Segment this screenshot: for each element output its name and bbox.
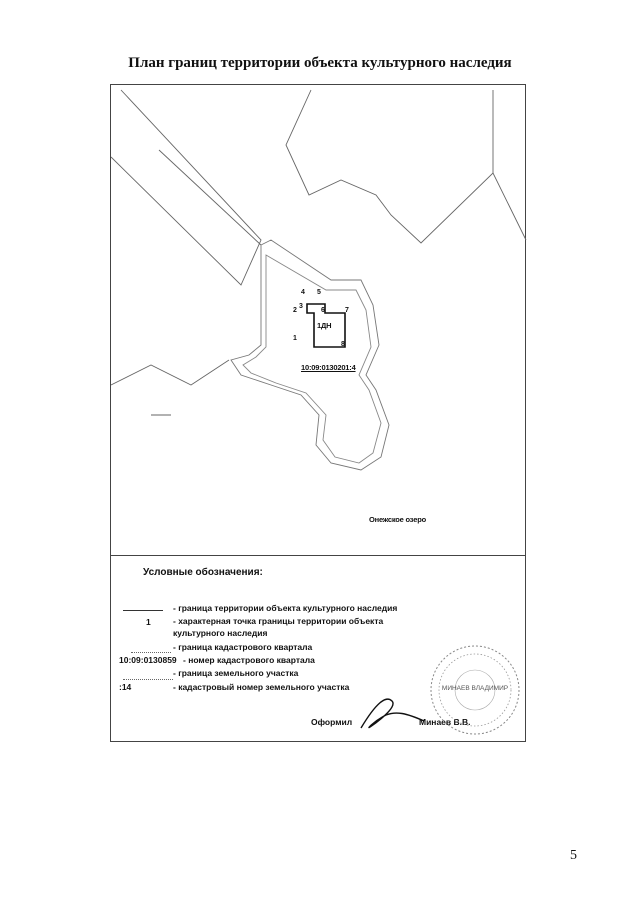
map-line xyxy=(111,359,230,386)
map-line xyxy=(111,89,262,286)
point-label-7: 7 xyxy=(345,307,349,314)
cadastral-number-label: 10:09:0130201:4 xyxy=(301,363,356,372)
point-label-2: 2 xyxy=(293,307,297,314)
legend-symbol-heritage-boundary xyxy=(123,610,163,611)
page-number: 5 xyxy=(570,848,577,863)
point-label-3: 3 xyxy=(299,303,303,310)
point-label-5: 5 xyxy=(317,289,321,296)
signature-scribble xyxy=(360,698,425,729)
point-label-1: 1 xyxy=(293,335,297,342)
page-title: План границ территории объекта культурно… xyxy=(128,55,512,71)
lake-label: Онежское озеро xyxy=(369,515,426,524)
legend-text-quarter-boundary: - граница кадастрового квартала xyxy=(173,642,313,652)
legend-text-quarter-number: - номер кадастрового квартала xyxy=(183,655,315,665)
legend-symbol-quarter-number: 10:09:0130859 xyxy=(119,655,177,665)
legend-text-parcel-boundary: - граница земельного участка xyxy=(173,668,299,678)
legend-symbol-quarter-boundary xyxy=(131,652,171,653)
object-label: 1ДН xyxy=(317,321,332,330)
point-label-4: 4 xyxy=(301,289,305,296)
point-label-6: 6 xyxy=(321,307,325,314)
legend-symbol-parcel-number: :14 xyxy=(119,682,132,692)
legend-text-point: - характерная точка границы территории о… xyxy=(173,616,384,626)
map-line xyxy=(242,254,382,464)
legend-title: Условные обозначения: xyxy=(143,567,263,578)
signer-name: Минаев В.В. xyxy=(419,717,471,727)
map-line xyxy=(158,149,262,246)
seal-stamp: МИНАЕВ ВЛАДИМИР xyxy=(430,645,520,735)
legend-text-point-cont: культурного наследия xyxy=(173,628,268,638)
map-line xyxy=(285,89,527,244)
boundary-map xyxy=(111,89,527,471)
heritage-boundary xyxy=(306,303,346,348)
legend-divider xyxy=(111,555,525,556)
map-line xyxy=(230,239,390,471)
legend-text-heritage-boundary: - граница территории объекта культурного… xyxy=(173,603,398,613)
signature-label: Оформил xyxy=(311,717,353,727)
legend-text-parcel-number: - кадастровый номер земельного участка xyxy=(173,682,350,692)
point-label-8: 8 xyxy=(341,341,345,348)
stamp-text: МИНАЕВ ВЛАДИМИР xyxy=(442,685,508,692)
legend-symbol-parcel-boundary xyxy=(123,679,173,680)
plan-frame: 4 5 2 3 6 7 1 8 1ДН 10:09:0130201:4 Онеж… xyxy=(110,84,527,742)
legend-symbol-point: 1 xyxy=(146,617,151,627)
